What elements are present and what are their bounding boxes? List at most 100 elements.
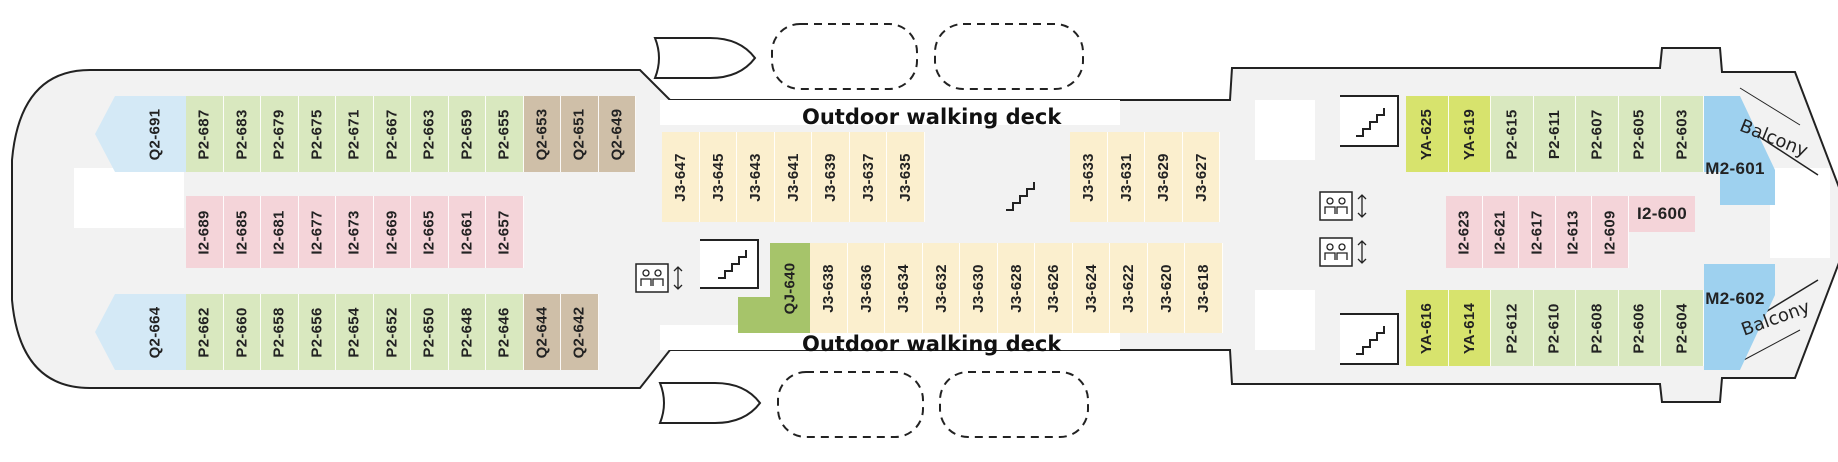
cabin-p2-610[interactable]: P2-610 (1533, 290, 1576, 366)
cabin-number: J3-622 (1119, 263, 1137, 313)
elevator-icon (1319, 191, 1367, 221)
cabin-p2-607[interactable]: P2-607 (1576, 96, 1619, 172)
cabin-i2-613[interactable]: I2-613 (1555, 196, 1592, 268)
cabin-j3-641[interactable]: J3-641 (774, 132, 812, 222)
cabin-p2-604[interactable]: P2-604 (1661, 290, 1704, 366)
cabin-j3-634[interactable]: J3-634 (885, 243, 923, 333)
cabin-number: I2-617 (1528, 209, 1546, 255)
cabin-i2-600[interactable]: I2-600 (1629, 196, 1695, 232)
cabin-j3-633[interactable]: J3-633 (1070, 132, 1108, 222)
cabin-ya-614[interactable]: YA-614 (1448, 290, 1491, 366)
cabin-j3-628[interactable]: J3-628 (997, 243, 1035, 333)
cabin-p2-660[interactable]: P2-660 (223, 294, 261, 370)
cabin-p2-671[interactable]: P2-671 (336, 96, 374, 172)
cabin-p2-611[interactable]: P2-611 (1533, 96, 1576, 172)
cabin-p2-655[interactable]: P2-655 (486, 96, 524, 172)
cabin-bg-q2-664 (95, 294, 186, 370)
cabin-p2-659[interactable]: P2-659 (448, 96, 486, 172)
cabin-p2-675[interactable]: P2-675 (298, 96, 336, 172)
cabin-number: J3-639 (821, 152, 839, 202)
cabin-p2-646[interactable]: P2-646 (486, 294, 524, 370)
cabin-j3-630[interactable]: J3-630 (960, 243, 998, 333)
cabin-number: Q2-649 (608, 108, 626, 160)
cabin-p2-662[interactable]: P2-662 (186, 294, 224, 370)
cabin-p2-663[interactable]: P2-663 (411, 96, 449, 172)
cabin-j3-647[interactable]: J3-647 (662, 132, 700, 222)
cabin-i2-665[interactable]: I2-665 (411, 196, 449, 268)
cabin-m2-601[interactable]: M2-601 (1700, 150, 1770, 188)
cabin-i2-609[interactable]: I2-609 (1592, 196, 1629, 268)
cabin-i2-689[interactable]: I2-689 (186, 196, 224, 268)
elevator-icon (635, 263, 683, 293)
cabin-i2-617[interactable]: I2-617 (1519, 196, 1556, 268)
cabin-j3-645[interactable]: J3-645 (699, 132, 737, 222)
bow-line-top-2 (1739, 87, 1801, 126)
cabin-j3-618[interactable]: J3-618 (1185, 243, 1223, 333)
cabin-j3-631[interactable]: J3-631 (1107, 132, 1145, 222)
cabin-p2-606[interactable]: P2-606 (1618, 290, 1661, 366)
cabin-j3-643[interactable]: J3-643 (737, 132, 775, 222)
cabin-number: I2-621 (1491, 209, 1509, 255)
cabin-p2-652[interactable]: P2-652 (373, 294, 411, 370)
cabin-j3-622[interactable]: J3-622 (1110, 243, 1148, 333)
cabin-j3-638[interactable]: J3-638 (810, 243, 848, 333)
cabin-q2-691[interactable]: Q2-691 (124, 96, 186, 172)
cabin-i2-621[interactable]: I2-621 (1482, 196, 1519, 268)
cabin-q2-653[interactable]: Q2-653 (523, 96, 561, 172)
cabin-j3-636[interactable]: J3-636 (847, 243, 885, 333)
cabin-number: P2-658 (270, 306, 288, 358)
cabin-j3-629[interactable]: J3-629 (1145, 132, 1183, 222)
cabin-p2-654[interactable]: P2-654 (336, 294, 374, 370)
cabin-p2-656[interactable]: P2-656 (298, 294, 336, 370)
cabin-q2-642[interactable]: Q2-642 (561, 294, 599, 370)
cabin-p2-667[interactable]: P2-667 (373, 96, 411, 172)
cabin-j3-635[interactable]: J3-635 (887, 132, 925, 222)
cabin-p2-603[interactable]: P2-603 (1661, 96, 1704, 172)
cabin-number: I2-665 (420, 209, 438, 255)
cabin-j3-637[interactable]: J3-637 (849, 132, 887, 222)
cabin-p2-605[interactable]: P2-605 (1618, 96, 1661, 172)
cabin-p2-608[interactable]: P2-608 (1576, 290, 1619, 366)
cabin-p2-648[interactable]: P2-648 (448, 294, 486, 370)
cabin-m2-602[interactable]: M2-602 (1700, 280, 1770, 318)
cabin-p2-615[interactable]: P2-615 (1491, 96, 1534, 172)
cabin-q2-649[interactable]: Q2-649 (598, 96, 636, 172)
cabin-number: Q2-653 (533, 108, 551, 160)
corridor-fwd (1255, 100, 1315, 160)
cabin-i2-657[interactable]: I2-657 (486, 196, 524, 268)
cabin-i2-677[interactable]: I2-677 (298, 196, 336, 268)
cabin-qj-640[interactable]: QJ-640 (770, 243, 810, 333)
cabin-j3-627[interactable]: J3-627 (1182, 132, 1220, 222)
cabin-i2-661[interactable]: I2-661 (448, 196, 486, 268)
cabin-number: YA-619 (1460, 108, 1478, 160)
cabin-j3-624[interactable]: J3-624 (1072, 243, 1110, 333)
cabin-number: J3-628 (1007, 263, 1025, 313)
cabin-i2-623[interactable]: I2-623 (1446, 196, 1483, 268)
cabin-j3-620[interactable]: J3-620 (1147, 243, 1185, 333)
cabin-q2-664[interactable]: Q2-664 (124, 294, 186, 370)
cabin-i2-673[interactable]: I2-673 (336, 196, 374, 268)
cabin-p2-658[interactable]: P2-658 (261, 294, 299, 370)
cabin-ya-619[interactable]: YA-619 (1448, 96, 1491, 172)
cabin-i2-681[interactable]: I2-681 (261, 196, 299, 268)
cabin-number: I2-623 (1455, 209, 1473, 255)
cabin-p2-612[interactable]: P2-612 (1491, 290, 1534, 366)
cabin-q2-651[interactable]: Q2-651 (561, 96, 599, 172)
cabin-j3-639[interactable]: J3-639 (812, 132, 850, 222)
cabin-p2-683[interactable]: P2-683 (223, 96, 261, 172)
cabin-p2-687[interactable]: P2-687 (186, 96, 224, 172)
cabin-bg-m2-601 (1704, 96, 1775, 205)
cabin-number: J3-641 (784, 152, 802, 202)
cabin-ya-616[interactable]: YA-616 (1406, 290, 1449, 366)
cabin-number: P2-662 (195, 306, 213, 358)
cabin-ya-625[interactable]: YA-625 (1406, 96, 1449, 172)
walking-deck-label-bottom: Outdoor walking deck (802, 332, 1062, 356)
cabin-i2-669[interactable]: I2-669 (373, 196, 411, 268)
cabin-i2-685[interactable]: I2-685 (223, 196, 261, 268)
cabin-number: J3-627 (1192, 152, 1210, 202)
cabin-j3-632[interactable]: J3-632 (922, 243, 960, 333)
cabin-q2-644[interactable]: Q2-644 (523, 294, 561, 370)
cabin-j3-626[interactable]: J3-626 (1035, 243, 1073, 333)
cabin-p2-679[interactable]: P2-679 (261, 96, 299, 172)
cabin-p2-650[interactable]: P2-650 (411, 294, 449, 370)
